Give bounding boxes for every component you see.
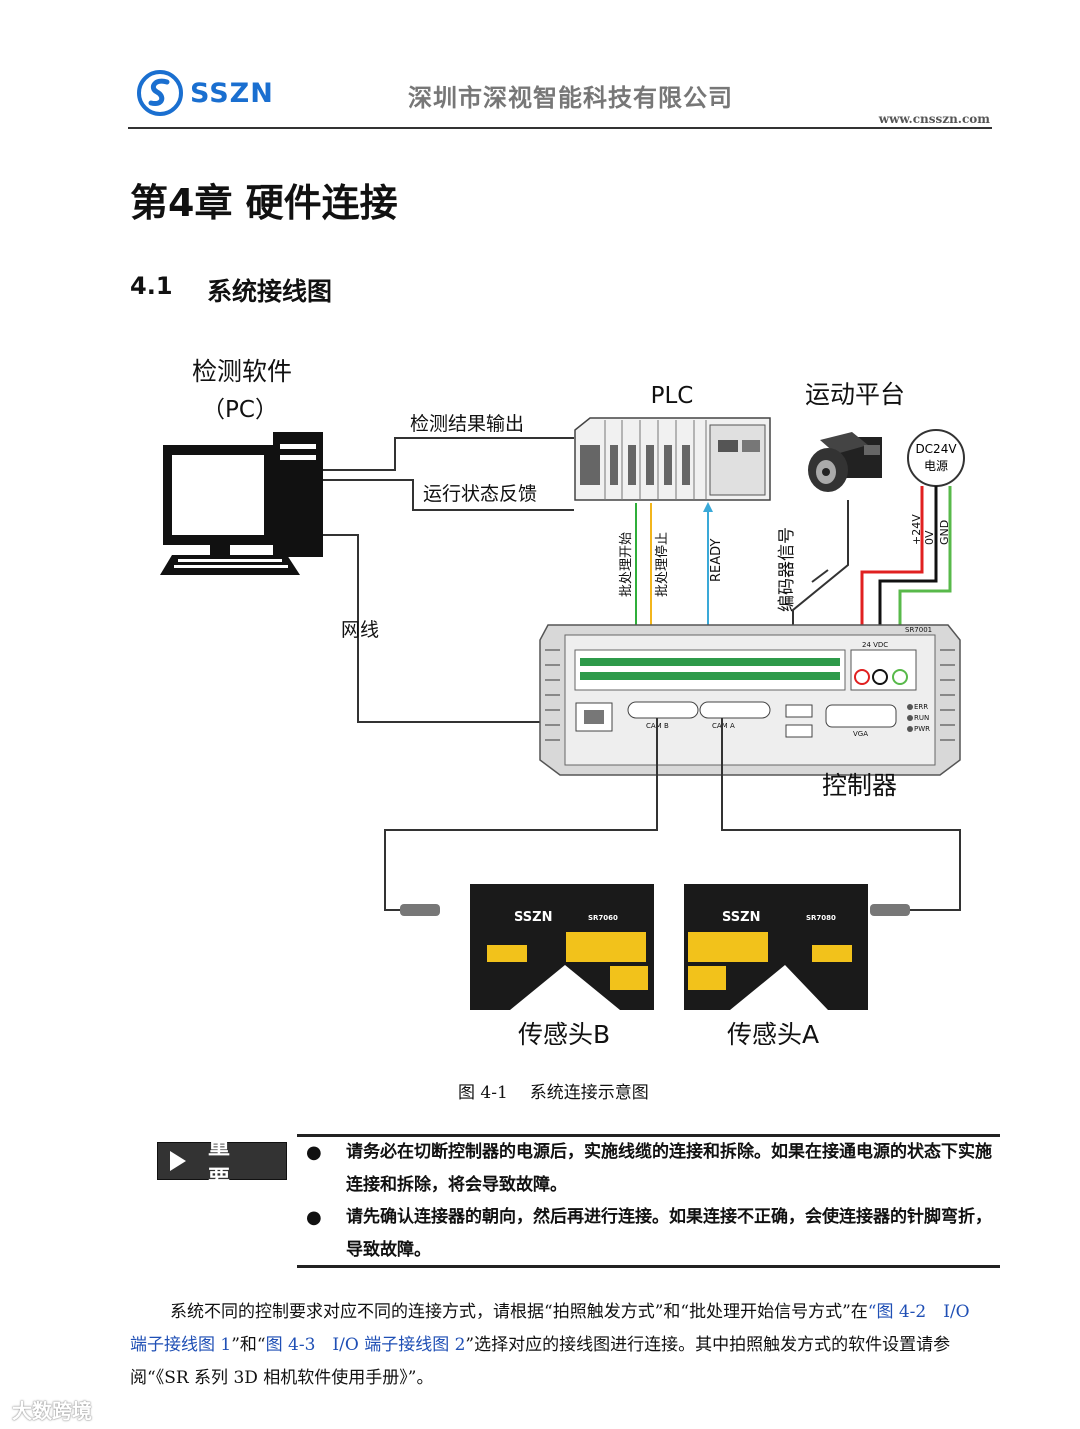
- chapter-title: 第4章 硬件连接: [130, 181, 398, 225]
- plc-icon: [574, 417, 771, 501]
- pc-label: 检测软件: [192, 357, 292, 386]
- sensor-head-b: [470, 884, 654, 1010]
- signal-batch-stop-label: 批处理停止: [654, 532, 670, 597]
- system-wiring-diagram: 检测软件 （PC） PLC 运动平台 检测结果输出 运行状态反馈 网线: [160, 357, 965, 1049]
- body-text: 系统不同的控制要求对应不同的连接方式，请根据“拍照触发方式”和“批处理开始信号方…: [170, 1302, 868, 1322]
- important-badge: 重 要: [157, 1135, 287, 1192]
- bullet-icon: ●: [306, 1207, 322, 1228]
- section-number: 4.1: [130, 272, 173, 300]
- body-paragraph: 系统不同的控制要求对应不同的连接方式，请根据“拍照触发方式”和“批处理开始信号方…: [130, 1296, 992, 1395]
- cam-b-port: [627, 701, 699, 719]
- sensor-b-label: 传感头B: [518, 1020, 610, 1049]
- signal-ready-label: READY: [709, 539, 724, 582]
- label-0v: 0V: [923, 530, 936, 545]
- pc-sub-label: （PC）: [202, 397, 278, 423]
- arrow-up-icon: [703, 502, 713, 512]
- label-gnd: GND: [938, 520, 951, 545]
- plc-label: PLC: [651, 383, 694, 409]
- sensor-a-model: SR7080: [806, 914, 836, 922]
- label-24v: +24V: [910, 514, 923, 545]
- figure-caption: 图 4-1 系统连接示意图: [458, 1078, 671, 1103]
- controller-label: 控制器: [822, 771, 897, 800]
- sensor-head-a: [684, 884, 868, 1010]
- watermark-text: 大数跨境: [12, 1399, 92, 1423]
- motion-platform-label: 运动平台: [805, 380, 905, 409]
- power-label: 电源: [924, 459, 948, 473]
- figure-4-2-link[interactable]: “图 4-2 I/O 端子接线图 1: [130, 1302, 970, 1355]
- sensor-b-model: SR7060: [588, 914, 618, 922]
- cam-a-label: CAM A: [712, 722, 735, 730]
- encoder-signal-label: 编码器信号: [777, 527, 797, 612]
- dc24v-power-icon: [907, 429, 965, 487]
- servo-motor-icon: [808, 432, 882, 492]
- cam-a-port: [699, 701, 771, 719]
- wire-status-feedback: [323, 479, 574, 511]
- figure-4-3-link[interactable]: 图 4-3 I/O 端子接线图 2: [265, 1335, 466, 1355]
- header-company-name: 深圳市深视智能科技有限公司: [408, 84, 733, 112]
- power-voltage-label: DC24V: [915, 442, 957, 456]
- vga-label: VGA: [853, 730, 868, 738]
- notice-item: 请务必在切断控制器的电源后，实施线缆的连接和拆除。如果在接通电源的状态下实施连接…: [346, 1142, 992, 1195]
- sensor-a-cable: [721, 718, 961, 911]
- controller-model: SR7001: [905, 626, 932, 634]
- terminal-label: 24 VDC: [862, 641, 888, 649]
- bullet-icon: ●: [306, 1142, 322, 1163]
- logo-text: SSZN: [190, 78, 274, 109]
- led-run-label: RUN: [914, 714, 929, 722]
- figure-number: 图 4-1: [458, 1083, 508, 1103]
- signal-batch-start-label: 批处理开始: [619, 532, 634, 597]
- wire-result-label: 检测结果输出: [410, 413, 524, 435]
- sensor-a-label: 传感头A: [727, 1020, 819, 1049]
- body-text: ”选择对应的接线图进行连接。其中拍照触发方式的软件设置请参阅“《SR 系列 3D…: [130, 1335, 951, 1388]
- notice-top-rule: [297, 1134, 1000, 1137]
- wire-network: [323, 534, 572, 723]
- sensor-b-brand: SSZN: [514, 910, 552, 925]
- led-pwr-label: PWR: [914, 725, 930, 733]
- play-triangle-icon: [170, 1151, 186, 1171]
- wire-24v: [860, 486, 924, 675]
- wire-status-label: 运行状态反馈: [423, 483, 537, 505]
- sensor-a-brand: SSZN: [722, 910, 760, 925]
- body-text: ”和“: [231, 1335, 266, 1355]
- header-url: www.cnsszn.com: [878, 112, 990, 126]
- computer-icon: [160, 432, 323, 575]
- encoder-cable: [792, 500, 849, 632]
- notice-item: 请先确认连接器的朝向，然后再进行连接。如果连接不正确，会使连接器的针脚弯折，导致…: [346, 1207, 992, 1260]
- important-label: 重 要: [208, 1135, 245, 1192]
- usb-port: [785, 724, 813, 738]
- company-logo-icon: [137, 70, 183, 116]
- header-divider: [128, 127, 992, 129]
- controller-device: [539, 624, 961, 776]
- led-err-label: ERR: [914, 703, 928, 711]
- notice-bottom-rule: [297, 1265, 1000, 1268]
- usb-port: [785, 704, 813, 718]
- vga-port: [825, 704, 897, 728]
- section-title: 系统接线图: [207, 277, 333, 306]
- wire-network-label: 网线: [341, 619, 379, 641]
- figure-title: 系统连接示意图: [529, 1083, 649, 1103]
- wire-result-output: [323, 437, 574, 471]
